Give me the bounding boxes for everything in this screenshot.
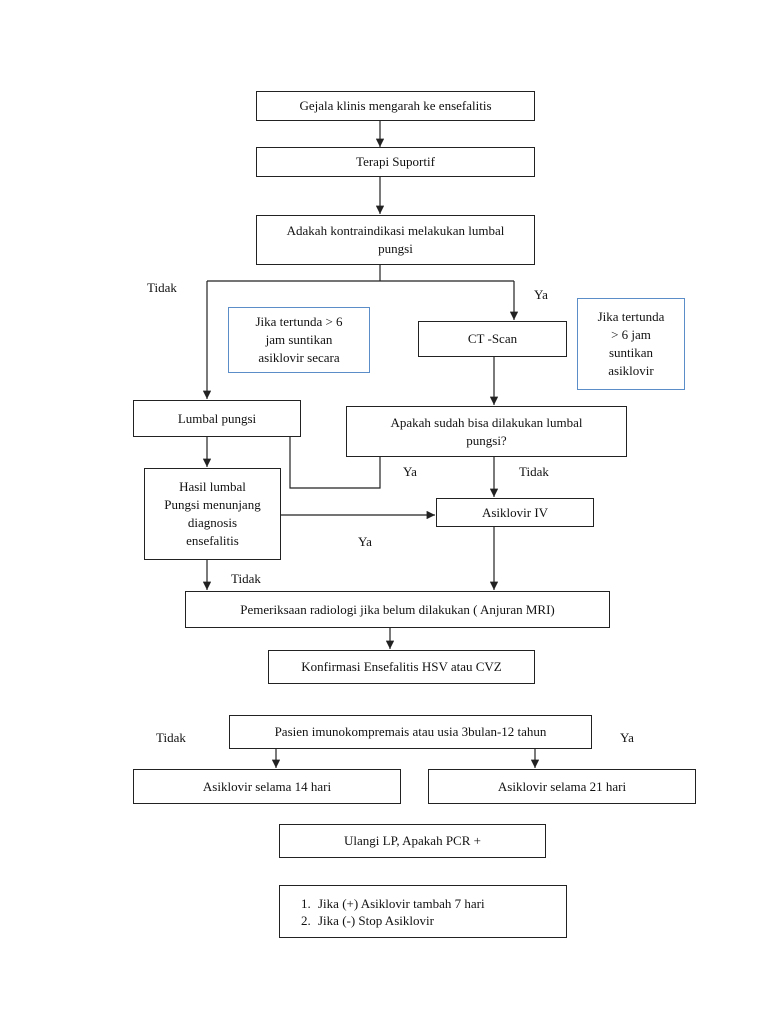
node-text: Asiklovir selama 14 hari [202,778,332,794]
node-pasien-imunokompremais: Pasien imunokompremais atau usia 3bulan-… [229,715,592,749]
note-text-line: jam suntikan [265,332,333,347]
node-text-line: pungsi [378,241,413,256]
node-asiklovir-21-hari: Asiklovir selama 21 hari [428,769,696,804]
node-text: CT -Scan [467,331,518,346]
final-step-item: Jika (-) Stop Asiklovir [314,912,485,929]
node-text-line: Apakah sudah bisa dilakukan lumbal [390,414,583,430]
label-pasien-ya: Ya [620,730,634,745]
node-final-steps: Jika (+) Asiklovir tambah 7 hari Jika (-… [279,885,567,938]
final-steps-list: Jika (+) Asiklovir tambah 7 hari Jika (-… [280,895,485,929]
node-ulangi-lp: Ulangi LP, Apakah PCR + [279,824,546,858]
node-text: Gejala klinis mengarah ke ensefalitis [299,98,492,113]
node-asiklovir-iv: Asiklovir IV [436,498,594,527]
node-konfirmasi-ensefalitis: Konfirmasi Ensefalitis HSV atau CVZ [268,650,535,684]
node-text-line: Adakah kontraindikasi melakukan lumbal [286,223,505,238]
note-text-line: suntikan [608,345,654,360]
node-text: Asiklovir IV [481,504,549,520]
node-text-line: ensefalitis [186,533,239,548]
node-lumbal-pungsi: Lumbal pungsi [133,400,301,437]
final-step-item: Jika (+) Asiklovir tambah 7 hari [314,895,485,912]
node-text: Asiklovir selama 21 hari [497,778,627,794]
note-text-line: Jika tertunda [597,309,665,324]
note-left-delay: Jika tertunda > 6 jam suntikan asiklovir… [228,307,370,373]
label-hasil-ya: Ya [358,534,372,549]
label-kontra-ya: Ya [534,287,548,302]
node-asiklovir-14-hari: Asiklovir selama 14 hari [133,769,401,804]
label-apakah-ya: Ya [403,464,417,479]
node-text: Lumbal pungsi [177,410,257,426]
note-text-line: > 6 jam [611,327,651,342]
node-ct-scan: CT -Scan [418,321,567,357]
node-kontraindikasi: Adakah kontraindikasi melakukan lumbal p… [256,215,535,265]
node-text-line: Pungsi menunjang [164,497,261,512]
label-hasil-tidak: Tidak [231,571,261,586]
node-hasil-lumbal-pungsi: Hasil lumbal Pungsi menunjang diagnosis … [144,468,281,560]
label-apakah-tidak: Tidak [519,464,549,479]
node-text: Pasien imunokompremais atau usia 3bulan-… [274,724,547,739]
note-text-line: asiklovir secara [258,350,340,365]
node-apakah-lumbal-pungsi: Apakah sudah bisa dilakukan lumbal pungs… [346,406,627,457]
note-text-line: Jika tertunda > 6 [255,314,343,329]
node-text: Ulangi LP, Apakah PCR + [344,833,481,848]
node-pemeriksaan-radiologi: Pemeriksaan radiologi jika belum dilakuk… [185,591,610,628]
label-pasien-tidak: Tidak [156,730,186,745]
node-terapi-suportif: Terapi Suportif [256,147,535,177]
node-text: Terapi Suportif [356,154,435,169]
node-gejala-klinis: Gejala klinis mengarah ke ensefalitis [256,91,535,121]
note-right-delay: Jika tertunda > 6 jam suntikan asiklovir [577,298,685,390]
node-text-line: pungsi? [466,432,507,448]
node-text-line: Hasil lumbal [179,479,246,494]
node-text: Konfirmasi Ensefalitis HSV atau CVZ [301,659,502,674]
node-text: Pemeriksaan radiologi jika belum dilakuk… [240,601,555,617]
label-kontra-tidak: Tidak [147,280,177,295]
note-text-line: asiklovir [608,363,654,378]
node-text-line: diagnosis [187,515,238,530]
